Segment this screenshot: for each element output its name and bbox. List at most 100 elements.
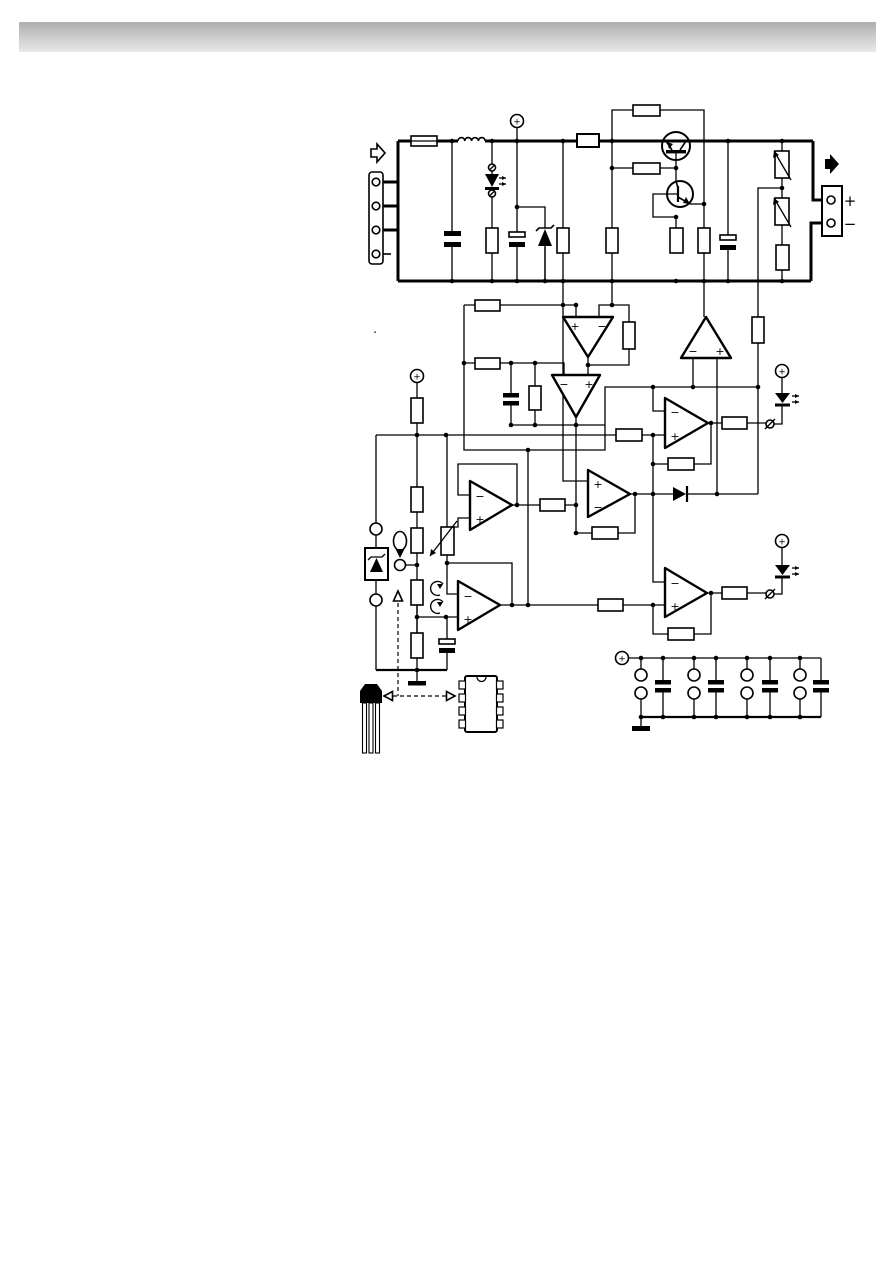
resistor [721, 416, 748, 430]
resistor [721, 586, 748, 600]
supply-plus-terminal: + [774, 363, 790, 379]
supply-plus-terminal: + [614, 650, 630, 666]
resistor [632, 162, 661, 175]
output-arrow-icon [825, 154, 839, 174]
psu-rails [381, 139, 822, 283]
opamp-error-amp-bottom: − + [550, 373, 602, 419]
opamp-unity-buffer: − + [468, 479, 514, 532]
supply-plus-terminal: + [774, 533, 790, 549]
svg-text:+: + [513, 118, 521, 128]
resistor [597, 598, 624, 612]
resistor [556, 227, 570, 254]
decoupling-wires [640, 658, 822, 717]
svg-text:+: + [593, 478, 602, 491]
resistor [485, 227, 499, 254]
capacitor [503, 393, 519, 406]
svg-text:−: − [597, 320, 606, 333]
trimmer-resistor [773, 150, 792, 181]
resistor [410, 486, 424, 513]
svg-text:+: + [570, 320, 579, 333]
svg-text:+: + [778, 368, 786, 378]
resistor [667, 457, 695, 471]
resistor [474, 299, 501, 312]
svg-text:−: − [593, 501, 602, 514]
svg-text:+: + [463, 613, 472, 626]
fuse [410, 135, 438, 147]
resistor [615, 428, 643, 442]
series-resistor [576, 133, 600, 148]
svg-text:−: − [475, 490, 484, 503]
resistor [622, 321, 636, 350]
power-decoupling-network: + [614, 650, 829, 731]
polarized-capacitor [438, 638, 456, 653]
svg-text:+: + [778, 538, 786, 548]
indicator-led [775, 565, 799, 579]
junction-dots [414, 138, 803, 720]
probe-balloon-arrow [392, 530, 408, 558]
to92-package [360, 684, 382, 754]
decoupling-capacitors [655, 680, 829, 693]
dashed-pointer-arrows [382, 589, 457, 702]
svg-text:+: + [584, 378, 593, 391]
connector-pin [764, 588, 776, 600]
polarized-capacitor [719, 234, 737, 250]
boxed-zener-reference [364, 522, 389, 607]
control-section: + − − + − + [364, 281, 799, 686]
power-led [485, 163, 506, 198]
svg-text:−: − [670, 577, 679, 590]
resistor [591, 526, 619, 540]
resistor [539, 498, 566, 512]
resistor [410, 632, 424, 659]
svg-text:+: + [670, 430, 679, 443]
package-pictograms [360, 589, 504, 754]
svg-text:−: − [688, 345, 697, 358]
connector-pin [764, 418, 776, 430]
opamp-setpoint: − + [456, 579, 502, 632]
resistor [528, 385, 542, 411]
resistor [667, 627, 695, 641]
resistor [410, 527, 424, 554]
opamp-led-comparator-1: − + [663, 396, 710, 450]
input-connector-4pin [368, 171, 384, 265]
trimmer-resistor [773, 197, 792, 228]
power-board-section: + + − [368, 104, 857, 317]
stray-period-mark: . [373, 322, 377, 336]
resistor [410, 397, 424, 424]
transistor-internals [665, 140, 691, 205]
loop-arrow [429, 580, 444, 597]
resistor [605, 227, 619, 254]
output-plus-label: + [844, 192, 857, 210]
resistor [697, 227, 711, 254]
svg-text:+: + [670, 600, 679, 613]
trimmer-resistor [429, 520, 458, 557]
resistor [410, 579, 424, 606]
resistor [632, 104, 661, 117]
opamp-diode-stage: + − [586, 468, 632, 519]
dip8-package [458, 675, 504, 733]
opamp-supply-pins [634, 668, 807, 700]
svg-text:−: − [670, 406, 679, 419]
ground-symbol [408, 670, 426, 686]
svg-text:+: + [413, 373, 421, 383]
resistor [775, 244, 790, 271]
inductor [457, 136, 486, 142]
opamp-error-amp-top: + − [561, 315, 615, 359]
zener-diode [535, 224, 555, 281]
electrolytic-capacitor [444, 231, 461, 247]
svg-text:+: + [715, 345, 724, 358]
polarized-capacitor [508, 231, 526, 247]
resistor [474, 357, 501, 370]
svg-text:−: − [463, 590, 472, 603]
svg-text:+: + [618, 655, 626, 665]
svg-text:+: + [475, 513, 484, 526]
supply-plus-terminal: + [409, 368, 425, 384]
signal-diode [673, 486, 689, 502]
opamp-up-comparator: − + [679, 315, 733, 360]
resistor [669, 227, 684, 254]
supply-plus-terminal: + [509, 113, 525, 129]
input-arrow-icon [370, 141, 387, 165]
loop-arrow [429, 598, 444, 615]
output-minus-label: − [844, 215, 857, 233]
